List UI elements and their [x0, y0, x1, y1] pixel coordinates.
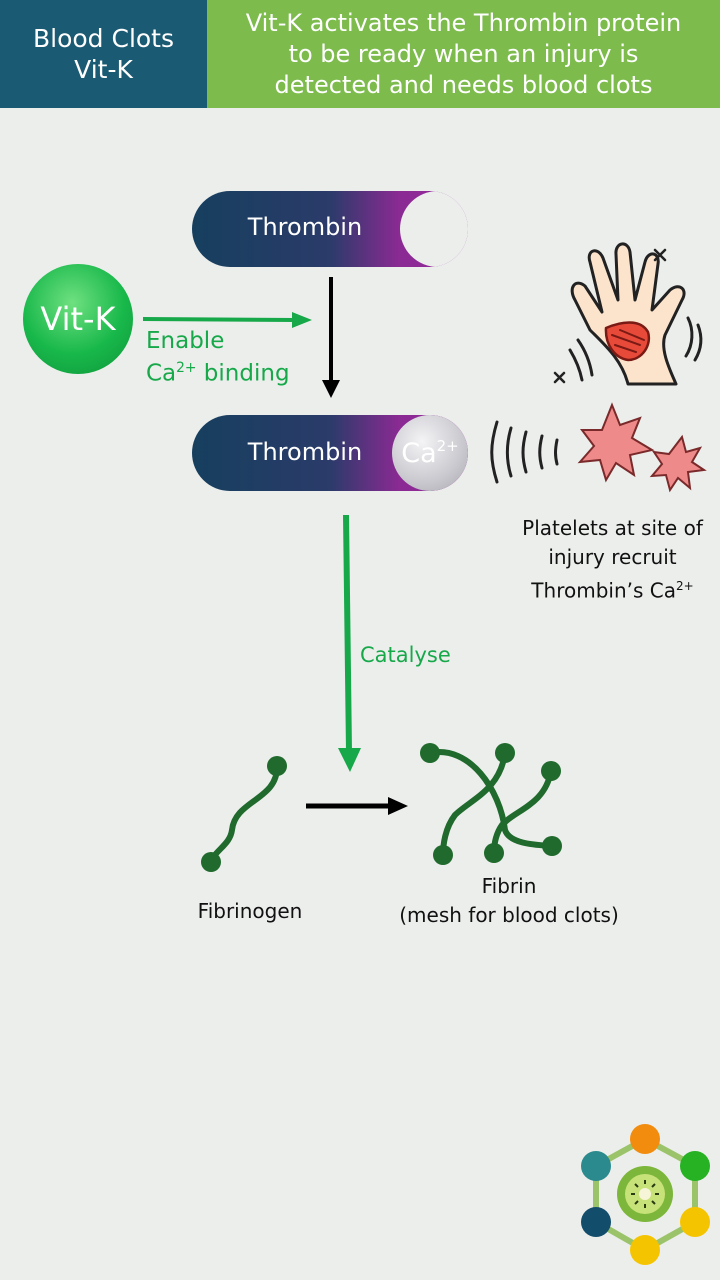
binding-label: Ca2+ binding — [146, 360, 290, 387]
enable-arrow — [142, 312, 312, 328]
platelets-line2: injury recruit — [548, 545, 677, 569]
enable-label: Enable — [146, 328, 225, 354]
conversion-arrow — [306, 797, 408, 815]
header-title-line2: Vit-K — [74, 55, 133, 84]
fibrin-mesh-icon — [420, 743, 562, 865]
header-description: Vit-K activates the Thrombin protein to … — [207, 0, 720, 108]
vitamin-k-label: Vit-K — [40, 300, 116, 338]
header-title-line1: Blood Clots — [32, 24, 175, 53]
injured-hand-icon — [553, 242, 703, 386]
header-title: Blood Clots Vit-K — [0, 0, 207, 108]
binding-label-ca: Ca — [146, 360, 177, 387]
binding-site-notch — [400, 191, 468, 267]
catalyse-label: Catalyse — [360, 643, 451, 667]
fibrin-line2: (mesh for blood clots) — [399, 903, 619, 927]
platelets-charge: 2+ — [675, 579, 694, 593]
binding-label-rest: binding — [196, 360, 290, 387]
fibrin-line1: Fibrin — [481, 874, 537, 898]
vitamin-k-circle: Vit-K — [23, 264, 133, 374]
platelets-line3: Thrombin’s Ca2+ — [500, 572, 720, 606]
thrombin-inactive: Thrombin — [192, 191, 468, 267]
thrombin-inactive-label: Thrombin — [247, 213, 363, 241]
calcium-ion-charge: 2+ — [436, 437, 459, 455]
signal-waves-icon — [490, 420, 559, 484]
header-desc-line3: detected and needs blood clots — [274, 70, 653, 99]
platelets-line1: Platelets at site of — [522, 516, 703, 540]
fibrinogen-strand-icon — [201, 756, 287, 872]
fibrin-label: Fibrin (mesh for blood clots) — [362, 872, 656, 930]
logo-hexagon-icon — [581, 1124, 710, 1265]
binding-label-charge: 2+ — [176, 360, 197, 376]
header-desc-line1: Vit-K activates the Thrombin protein — [245, 8, 682, 37]
catalyse-arrow — [338, 514, 361, 772]
thrombin-active-label: Thrombin — [247, 438, 363, 466]
fibrinogen-label: Fibrinogen — [197, 899, 303, 923]
activation-arrow — [322, 277, 340, 398]
platelet-icon — [577, 402, 707, 493]
platelets-caption: Platelets at site of injury recruit Thro… — [500, 514, 720, 606]
calcium-ion-label: Ca — [401, 437, 437, 469]
header-desc-line2: to be ready when an injury is — [288, 39, 639, 68]
platelets-line3-text: Thrombin’s Ca — [531, 578, 676, 603]
